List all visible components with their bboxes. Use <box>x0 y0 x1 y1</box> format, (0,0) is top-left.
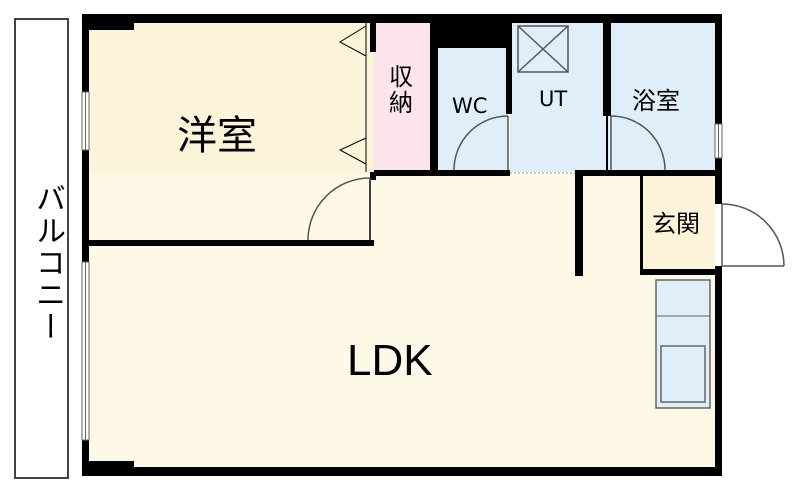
outer-wall-right-top <box>715 14 722 124</box>
storage-label: 収 納 <box>389 63 413 118</box>
wall-kitchen-partition <box>575 170 583 276</box>
wall-wc-right <box>506 22 512 114</box>
closet-door-lower <box>338 137 367 165</box>
western-room-label: 洋室 <box>177 113 257 159</box>
window-lower <box>81 261 90 441</box>
wall-entrance-left <box>640 176 643 272</box>
outer-wall-top <box>82 14 722 23</box>
wall-ut-right <box>603 22 611 116</box>
door-entrance <box>721 203 785 267</box>
wall-wc-top <box>430 22 510 48</box>
kitchen-counter <box>655 279 711 409</box>
outer-wall-left-top <box>82 14 89 92</box>
ldk-floor <box>88 174 715 468</box>
outer-wall-right-bottom <box>715 266 722 476</box>
wall-entrance-bottom <box>640 269 722 275</box>
wall-western-right-low <box>370 172 376 180</box>
wall-storage-right <box>430 22 438 174</box>
entrance-floor <box>640 176 715 274</box>
entrance-label: 玄関 <box>652 210 700 238</box>
outer-wall-bottom <box>82 467 722 476</box>
utility-label: UT <box>539 87 568 111</box>
outer-wall-right-mid <box>715 158 722 204</box>
balcony-area <box>14 18 69 479</box>
utility-floor <box>510 22 606 172</box>
outer-wall-left-mid <box>82 150 89 262</box>
corner-block-bl <box>82 461 134 476</box>
window-upper <box>81 91 90 151</box>
wc-label: WC <box>452 94 488 118</box>
wall-service-bottom <box>374 170 510 176</box>
bathroom-label: 浴室 <box>632 87 680 115</box>
wall-bath-bottom <box>578 170 722 176</box>
wc-floor <box>438 48 508 172</box>
ldk-label: LDK <box>347 336 433 385</box>
door-wc <box>453 115 509 171</box>
bathroom-floor <box>608 22 716 172</box>
door-bath <box>610 115 666 171</box>
wall-western-right <box>370 22 376 52</box>
washer-pan <box>517 25 569 73</box>
door-western <box>307 177 371 241</box>
corner-block-tl <box>82 14 134 30</box>
window-bath <box>714 123 723 159</box>
storage-floor <box>374 22 430 172</box>
closet-door-upper <box>338 25 367 57</box>
wall-western-bottom <box>88 240 374 246</box>
outer-wall-left-bottom <box>82 440 89 476</box>
balcony-label: バルコニー <box>30 183 65 343</box>
